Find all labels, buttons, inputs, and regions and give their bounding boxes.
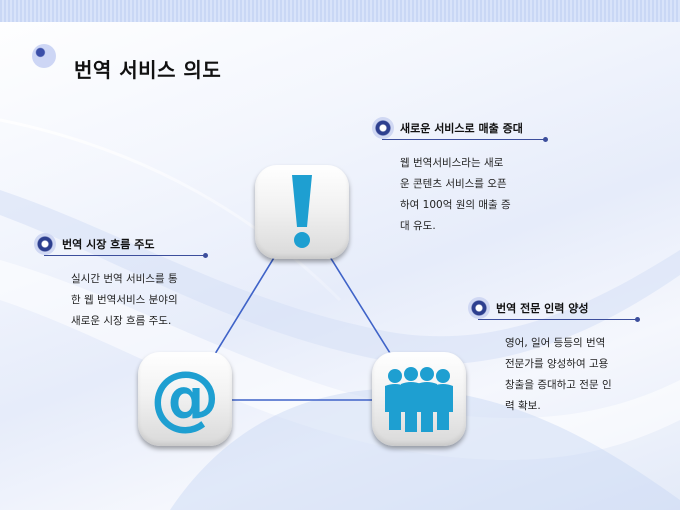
body-line: 대 유도.	[400, 220, 436, 232]
page-title: 번역 서비스 의도	[74, 58, 222, 82]
heading-underline	[478, 317, 640, 322]
block-body: 웹 번역서비스라는 새로 운 콘텐츠 서비스를 오픈 하여 100억 원의 매출…	[400, 153, 546, 237]
body-line: 영어, 일어 등등의 번역	[505, 337, 606, 349]
block-body: 영어, 일어 등등의 번역 전문가를 양성하여 고용 창출을 증대하고 전문 인…	[505, 333, 635, 417]
body-line: 운 콘텐츠 서비스를 오픈	[400, 178, 507, 190]
bullet-circle-icon	[34, 233, 56, 255]
at-sign-icon: @	[150, 363, 220, 435]
exclamation-icon-tile	[255, 165, 349, 259]
svg-text:@: @	[150, 363, 220, 435]
at-sign-icon-tile: @	[138, 352, 232, 446]
exclamation-icon	[292, 175, 312, 248]
body-line: 창출을 증대하고 전문 인	[505, 379, 612, 391]
body-line: 력 확보.	[505, 400, 541, 412]
title-bullet-icon	[32, 44, 56, 68]
body-line: 새로운 시장 흐름 주도.	[71, 315, 172, 327]
body-line: 한 웹 번역서비스 분야의	[71, 294, 178, 306]
block-body: 실시간 번역 서비스를 통 한 웹 번역서비스 분야의 새로운 시장 흐름 주도…	[71, 269, 199, 332]
block-heading: 번역 시장 흐름 주도	[62, 238, 155, 251]
people-group-icon	[385, 367, 453, 432]
body-line: 하여 100억 원의 매출 증	[400, 199, 511, 211]
block-heading: 번역 전문 인력 양성	[496, 302, 589, 315]
top-stripe-bar	[0, 0, 680, 22]
block-heading: 새로운 서비스로 매출 증대	[400, 122, 523, 135]
bullet-circle-icon	[372, 117, 394, 139]
heading-underline	[382, 137, 548, 142]
people-group-icon-tile	[372, 352, 466, 446]
body-line: 실시간 번역 서비스를 통	[71, 273, 178, 285]
heading-underline	[44, 253, 208, 258]
body-line: 전문가를 양성하여 고용	[505, 358, 609, 370]
bullet-circle-icon	[468, 297, 490, 319]
body-line: 웹 번역서비스라는 새로	[400, 157, 504, 169]
